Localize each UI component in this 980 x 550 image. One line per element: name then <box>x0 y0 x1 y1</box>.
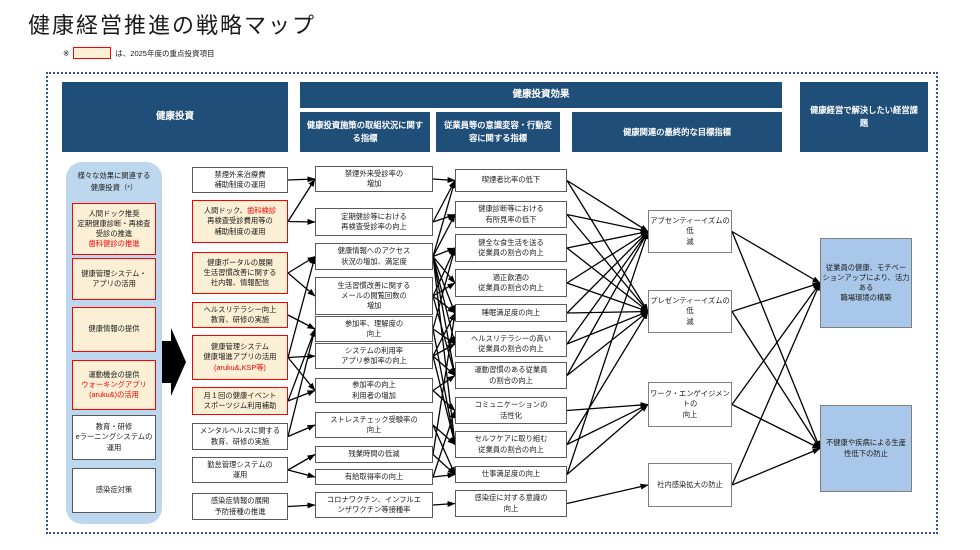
note-asterisk: ※ <box>63 48 70 58</box>
node-b7: メンタルヘルスに関する教育、研修の実施 <box>192 423 288 450</box>
header-investment-effect: 健康投資効果 <box>300 82 782 108</box>
node-d10: 仕事満足度の向上 <box>455 466 567 483</box>
node-c8: ストレスチェック受験率の向上 <box>315 412 433 438</box>
note-text: は、2025年度の重点投資項目 <box>115 48 215 58</box>
node-b6: 月１回の健康イベントスポーツジム利用補助 <box>192 387 288 415</box>
node-d3: 健全な食生活を送る従業員の割合の向上 <box>455 234 567 262</box>
node-c3: 健康情報へのアクセス状況の増加、満足度 <box>315 243 433 270</box>
node-d2: 健康診断等における有所見率の低下 <box>455 201 567 228</box>
node-d8: コミュニケーションの活性化 <box>455 397 567 424</box>
node-c5: 参加率、理解度の向上 <box>315 316 433 342</box>
node-d7: 運動習慣のある従業員の割合の向上 <box>455 362 567 389</box>
node-d9: セルフケアに取り組む従業員の割合の向上 <box>455 431 567 458</box>
node-c4: 生活習慣改善に関するメールの閲覧回数の増加 <box>315 277 433 315</box>
node-a2: 健康管理システム・アプリの活用 <box>72 258 156 300</box>
node-d4: 適正飲酒の従業員の割合の向上 <box>455 269 567 297</box>
investment-panel-label: 様々な効果に関連する 健康投資（*） <box>66 170 162 195</box>
node-c6: システムの利用率アプリ参加率の向上 <box>315 343 433 369</box>
node-c10: 有給取得率の向上 <box>315 469 433 485</box>
node-c9: 残業時間の低減 <box>315 446 433 463</box>
node-d5: 睡眠満足度の向上 <box>455 304 567 322</box>
node-b2: 人間ドック、歯科検診再検査受診費用等の補助制度の運用 <box>192 200 288 243</box>
node-e2: プレゼンティーイズムの低減 <box>648 290 732 333</box>
header-implementation-indicators: 健康投資施策の取組状況に関する指標 <box>300 112 430 152</box>
node-f1: 従業員の健康、モチベーションアップにより、活力ある職場環境の構築 <box>820 238 912 328</box>
node-a1: 人間ドック推奨定期健康診断・再検査受診の推進歯科健診の推進 <box>72 203 156 255</box>
node-a6: 感染症対策 <box>72 468 156 513</box>
node-b1: 禁煙外来治療費補助制度の運用 <box>192 167 288 193</box>
header-investment: 健康投資 <box>62 82 288 152</box>
node-e3: ワーク・エンゲイジメントの向上 <box>648 382 732 427</box>
node-b9: 感染症情報の展開予防接種の推進 <box>192 493 288 520</box>
node-e1: アブセンティーイズムの低減 <box>648 210 732 253</box>
node-c7: 参加率の向上利用者の増加 <box>315 378 433 403</box>
node-c11: コロナワクチン、インフルエンザワクチン等接種率 <box>315 492 433 518</box>
page-title: 健康経営推進の戦略マップ <box>28 13 317 38</box>
node-c2: 定期健診等における再検査受診率の向上 <box>315 208 433 236</box>
investment-panel-label-line2: 健康投資（*） <box>90 183 138 193</box>
node-f2: 不健康や疾病による生産性低下の防止 <box>820 405 912 492</box>
priority-legend-swatch <box>73 47 112 59</box>
legend-note: ※ は、2025年度の重点投資項目 <box>63 47 214 59</box>
header-final-target-indicators: 健康関連の最終的な目標指標 <box>572 112 782 152</box>
node-b5: 健康管理システム健康増進アプリの活用(aruku&,KSP等) <box>192 335 288 380</box>
node-e4: 社内感染拡大の防止 <box>648 463 732 507</box>
node-d6: ヘルスリテラシーの高い従業員の割合の向上 <box>455 331 567 357</box>
node-b8: 勤怠管理システムの運用 <box>192 457 288 483</box>
node-c1: 禁煙外来受診率の増加 <box>315 166 433 192</box>
node-a4: 運動機会の提供ウォーキングアプリ(aruku&)の活用 <box>72 360 156 410</box>
node-a3: 健康情報の提供 <box>72 307 156 352</box>
header-behavior-change-indicators: 従業員等の意識変容・行動変容に関する指標 <box>436 112 560 152</box>
investment-panel-label-line1: 様々な効果に関連する <box>77 171 151 180</box>
node-d11: 感染症に対する意識の向上 <box>455 490 567 517</box>
header-management-issues: 健康経営で解決したい経営課題 <box>800 82 928 152</box>
diagram-border <box>46 72 938 534</box>
node-d1: 喫煙者比率の低下 <box>455 169 567 192</box>
node-b3: 健康ポータルの展開生活習慣改善に関する社内報、情報配信 <box>192 252 288 294</box>
node-b4: ヘルスリテラシー向上教育、研修の実施 <box>192 302 288 328</box>
